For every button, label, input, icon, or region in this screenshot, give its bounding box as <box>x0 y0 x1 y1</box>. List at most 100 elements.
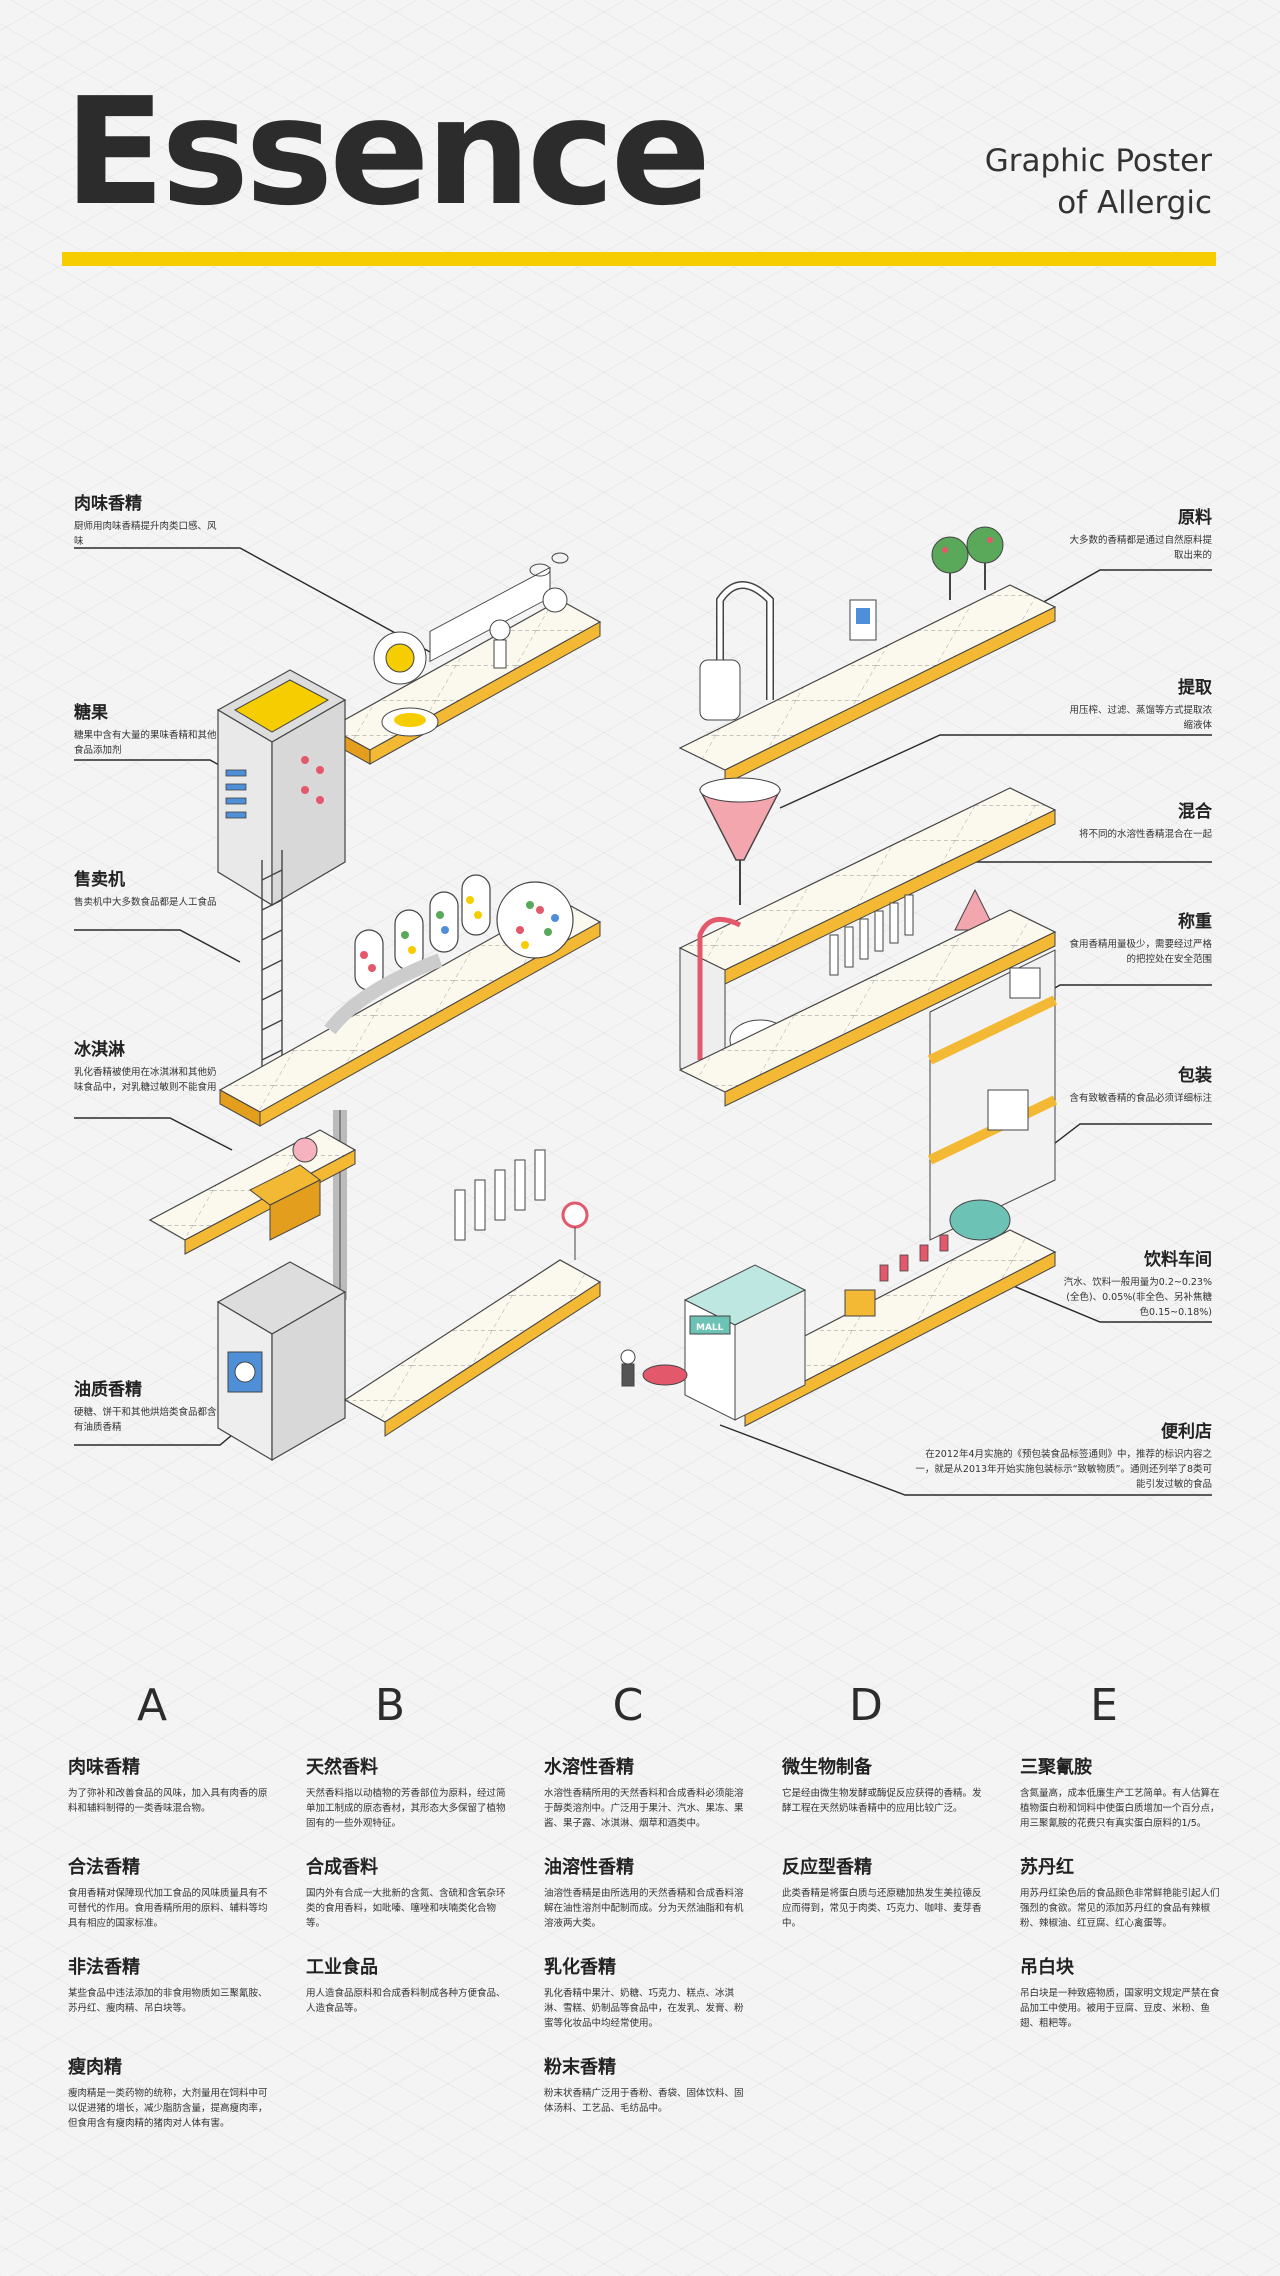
factory-illustration: MALL <box>74 526 1212 1496</box>
term-desc: 国内外有合成一大批新的含氮、含硫和含氧杂环类的食用香料，如吡嗪、噻唑和呋喃类化合… <box>306 1888 506 1929</box>
glossary-term: 微生物制备 它是经由微生物发酵或酶促反应获得的香精。发酵工程在天然奶味香精中的应… <box>782 1756 982 1826</box>
store-sign: MALL <box>696 1323 724 1333</box>
letter-d: D <box>849 1680 883 1731</box>
term-title: 天然香料 <box>306 1757 378 1778</box>
subtitle-line-2: of Allergic <box>1057 185 1212 221</box>
term-desc: 吊白块是一种致癌物质，国家明文规定严禁在食品加工中使用。被用于豆腐、豆皮、米粉、… <box>1020 1988 1220 2029</box>
glossary-term: 乳化香精 乳化香精中果汁、奶糖、巧克力、糕点、冰淇淋、雪糕、奶制品等食品中，在发… <box>544 1956 744 2029</box>
term-title: 油溶性香精 <box>544 1857 634 1878</box>
term-desc: 食用香精对保障现代加工食品的风味质量具有不可替代的作用。食用香精所用的原料、辅料… <box>68 1888 268 1929</box>
callout-title: 饮料车间 <box>1144 1250 1212 1270</box>
subtitle-line-1: Graphic Poster <box>984 143 1212 179</box>
term-desc: 天然香料指以动植物的芳香部位为原料，经过简单加工制成的原态香材，其形态大多保留了… <box>306 1788 506 1829</box>
glossary-term: 吊白块 吊白块是一种致癌物质，国家明文规定严禁在食品加工中使用。被用于豆腐、豆皮… <box>1020 1956 1220 2029</box>
callout-store: 便利店 在2012年4月实施的《预包装食品标签通则》中，推荐的标识内容之一，就是… <box>912 1422 1212 1492</box>
glossary-term: 工业食品 用人造食品原料和合成香料制成各种方便食品、人造食品等。 <box>306 1956 506 2026</box>
callout-beverage: 饮料车间 汽水、饮料一般用量为0.2~0.23%(全色)、0.05%(非全色、另… <box>1062 1250 1212 1320</box>
term-desc: 它是经由微生物发酵或酶促反应获得的香精。发酵工程在天然奶味香精中的应用比较广泛。 <box>782 1788 982 1814</box>
term-desc: 用人造食品原料和合成香料制成各种方便食品、人造食品等。 <box>306 1988 506 2014</box>
callout-weighing: 称重 食用香精用量极少，需要经过严格的把控处在安全范围 <box>1062 912 1212 967</box>
right-structure: MALL <box>620 526 1058 1427</box>
term-desc: 瘦肉精是一类药物的统称，大剂量用在饲料中可以促进猪的增长，减少脂肪含量，提高瘦肉… <box>68 2088 268 2129</box>
glossary-term: 苏丹红 用苏丹红染色后的食品颜色非常鲜艳能引起人们强烈的食欲。常见的添加苏丹红的… <box>1020 1856 1220 1929</box>
glossary-column-e: 三聚氰胺 含氮量高，成本低廉生产工艺简单。有人估算在植物蛋白粉和饲料中使蛋白质增… <box>1020 1756 1220 2056</box>
glossary-term: 天然香料 天然香料指以动植物的芳香部位为原料，经过简单加工制成的原态香材，其形态… <box>306 1756 506 1829</box>
glossary-column-b: 天然香料 天然香料指以动植物的芳香部位为原料，经过简单加工制成的原态香材，其形态… <box>306 1756 506 2056</box>
trees <box>931 526 1004 600</box>
callout-title: 油质香精 <box>74 1380 142 1400</box>
letter-a: A <box>136 1680 168 1731</box>
glossary-column-d: 微生物制备 它是经由微生物发酵或酶促反应获得的香精。发酵工程在天然奶味香精中的应… <box>782 1756 982 1956</box>
callout-desc: 厨师用肉味香精提升肉类口感、风味 <box>74 521 217 547</box>
glossary-column-c: 水溶性香精 水溶性香精所用的天然香料和合成香料必须能溶于醇类溶剂中。广泛用于果汁… <box>544 1756 744 2156</box>
term-title: 瘦肉精 <box>68 2057 122 2078</box>
glossary-column-a: 肉味香精 为了弥补和改善食品的风味，加入具有肉香的原料和辅料制得的一类香味混合物… <box>68 1756 268 2156</box>
glossary-term: 合法香精 食用香精对保障现代加工食品的风味质量具有不可替代的作用。食用香精所用的… <box>68 1856 268 1929</box>
term-title: 吊白块 <box>1020 1957 1074 1978</box>
callout-title: 冰淇淋 <box>74 1040 125 1060</box>
callout-title: 糖果 <box>74 703 108 723</box>
callout-desc: 售卖机中大多数食品都是人工食品 <box>74 897 217 908</box>
callout-desc: 在2012年4月实施的《预包装食品标签通则》中，推荐的标识内容之一，就是从201… <box>915 1449 1212 1490</box>
glossary-term: 反应型香精 此类香精是将蛋白质与还原糖加热发生美拉德反应而得到，常见于肉类、巧克… <box>782 1856 982 1929</box>
callout-candy: 糖果 糖果中含有大量的果味香精和其他食品添加剂 <box>74 703 224 758</box>
term-desc: 某些食品中违法添加的非食用物质如三聚氰胺、苏丹红、瘦肉精、吊白块等。 <box>68 1988 268 2014</box>
term-desc: 油溶性香精是由所选用的天然香精和合成香料溶解在油性溶剂中配制而成。分为天然油脂和… <box>544 1888 744 1929</box>
callout-title: 原料 <box>1178 508 1212 528</box>
letter-b: B <box>374 1680 406 1731</box>
callout-title: 便利店 <box>1161 1422 1212 1442</box>
term-desc: 含氮量高，成本低廉生产工艺简单。有人估算在植物蛋白粉和饲料中使蛋白质增加一个百分… <box>1020 1788 1220 1829</box>
callout-title: 肉味香精 <box>74 494 142 514</box>
term-desc: 此类香精是将蛋白质与还原糖加热发生美拉德反应而得到，常见于肉类、巧克力、咖啡、麦… <box>782 1888 982 1929</box>
term-desc: 水溶性香精所用的天然香料和合成香料必须能溶于醇类溶剂中。广泛用于果汁、汽水、果冻… <box>544 1788 744 1829</box>
term-title: 合成香料 <box>306 1857 378 1878</box>
glossary-term: 油溶性香精 油溶性香精是由所选用的天然香精和合成香料溶解在油性溶剂中配制而成。分… <box>544 1856 744 1929</box>
glossary-term: 瘦肉精 瘦肉精是一类药物的统称，大剂量用在饲料中可以促进猪的增长，减少脂肪含量，… <box>68 2056 268 2129</box>
term-title: 非法香精 <box>68 1957 140 1978</box>
callout-vending: 售卖机 售卖机中大多数食品都是人工食品 <box>74 870 224 910</box>
callout-ice-cream: 冰淇淋 乳化香精被使用在冰淇淋和其他奶味食品中，对乳糖过敏则不能食用 <box>74 1040 224 1095</box>
term-desc: 乳化香精中果汁、奶糖、巧克力、糕点、冰淇淋、雪糕、奶制品等食品中，在发乳、发膏、… <box>544 1988 744 2029</box>
glossary-term: 肉味香精 为了弥补和改善食品的风味，加入具有肉香的原料和辅料制得的一类香味混合物… <box>68 1756 268 1826</box>
term-title: 微生物制备 <box>782 1757 872 1778</box>
callout-title: 提取 <box>1178 678 1212 698</box>
term-title: 反应型香精 <box>782 1857 872 1878</box>
glossary-term: 非法香精 某些食品中违法添加的非食用物质如三聚氰胺、苏丹红、瘦肉精、吊白块等。 <box>68 1956 268 2026</box>
term-title: 工业食品 <box>306 1957 378 1978</box>
callout-title: 称重 <box>1178 912 1212 932</box>
term-title: 乳化香精 <box>544 1957 616 1978</box>
letter-e: E <box>1090 1680 1118 1731</box>
callout-title: 售卖机 <box>74 870 125 890</box>
callout-mixing: 混合 将不同的水溶性香精混合在一起 <box>1062 802 1212 842</box>
callout-packaging: 包装 含有致敏香精的食品必须详细标注 <box>1062 1066 1212 1106</box>
glossary-term: 合成香料 国内外有合成一大批新的含氮、含硫和含氧杂环类的食用香料，如吡嗪、噻唑和… <box>306 1856 506 1929</box>
platform-bottom-left <box>343 1259 602 1423</box>
accent-bar <box>62 252 1216 266</box>
callout-desc: 用压榨、过滤、蒸馏等方式提取浓缩液体 <box>1069 705 1212 731</box>
term-title: 粉末香精 <box>544 2057 616 2078</box>
term-desc: 为了弥补和改善食品的风味，加入具有肉香的原料和辅料制得的一类香味混合物。 <box>68 1788 268 1814</box>
poster-title: Essence <box>64 66 711 238</box>
callout-desc: 硬糖、饼干和其他烘焙类食品都含有油质香精 <box>74 1407 217 1433</box>
callout-desc: 乳化香精被使用在冰淇淋和其他奶味食品中，对乳糖过敏则不能食用 <box>74 1067 217 1093</box>
callout-oil-flavor: 油质香精 硬糖、饼干和其他烘焙类食品都含有油质香精 <box>74 1380 224 1435</box>
term-title: 三聚氰胺 <box>1020 1757 1092 1778</box>
callout-desc: 糖果中含有大量的果味香精和其他食品添加剂 <box>74 730 217 756</box>
callout-title: 包装 <box>1178 1066 1212 1086</box>
poster-subtitle: Graphic Poster of Allergic <box>985 140 1212 224</box>
callout-raw-material: 原料 大多数的香精都是通过自然原料提取出来的 <box>1062 508 1212 563</box>
letter-c: C <box>612 1680 644 1731</box>
glossary-term: 水溶性香精 水溶性香精所用的天然香料和合成香料必须能溶于醇类溶剂中。广泛用于果汁… <box>544 1756 744 1829</box>
term-title: 水溶性香精 <box>544 1757 634 1778</box>
callout-desc: 食用香精用量极少，需要经过严格的把控处在安全范围 <box>1069 939 1212 965</box>
left-structure <box>148 552 602 1462</box>
callout-meat-flavor: 肉味香精 厨师用肉味香精提升肉类口感、风味 <box>74 494 224 549</box>
glossary-term: 三聚氰胺 含氮量高，成本低廉生产工艺简单。有人估算在植物蛋白粉和饲料中使蛋白质增… <box>1020 1756 1220 1829</box>
callout-extraction: 提取 用压榨、过滤、蒸馏等方式提取浓缩液体 <box>1062 678 1212 733</box>
callout-desc: 含有致敏香精的食品必须详细标注 <box>1069 1093 1212 1104</box>
callout-title: 混合 <box>1178 802 1212 822</box>
term-title: 肉味香精 <box>68 1757 140 1778</box>
term-desc: 用苏丹红染色后的食品颜色非常鲜艳能引起人们强烈的食欲。常见的添加苏丹红的食品有辣… <box>1020 1888 1220 1929</box>
callout-desc: 大多数的香精都是通过自然原料提取出来的 <box>1069 535 1212 561</box>
glossary-letters: A B C D E <box>0 1680 1280 1731</box>
